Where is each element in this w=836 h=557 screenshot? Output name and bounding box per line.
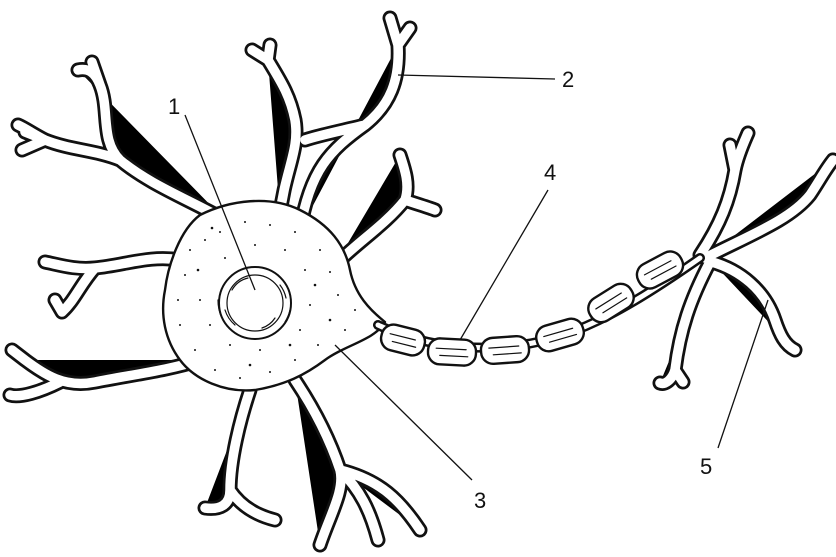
leader-line-4 bbox=[460, 190, 548, 340]
label-1: 1 bbox=[168, 94, 180, 119]
myelin-segment bbox=[533, 316, 586, 354]
myelin-segment bbox=[633, 247, 688, 292]
leader-line-5 bbox=[718, 300, 768, 448]
myelin-sheath bbox=[379, 247, 688, 366]
nucleus bbox=[218, 267, 291, 339]
label-4: 4 bbox=[544, 160, 556, 185]
myelin-segment bbox=[427, 338, 476, 366]
label-5: 5 bbox=[700, 454, 712, 479]
label-3: 3 bbox=[474, 488, 486, 513]
myelin-segment bbox=[480, 335, 530, 364]
leader-line-2 bbox=[398, 75, 555, 79]
myelin-segment bbox=[379, 322, 428, 358]
label-2: 2 bbox=[562, 67, 574, 92]
